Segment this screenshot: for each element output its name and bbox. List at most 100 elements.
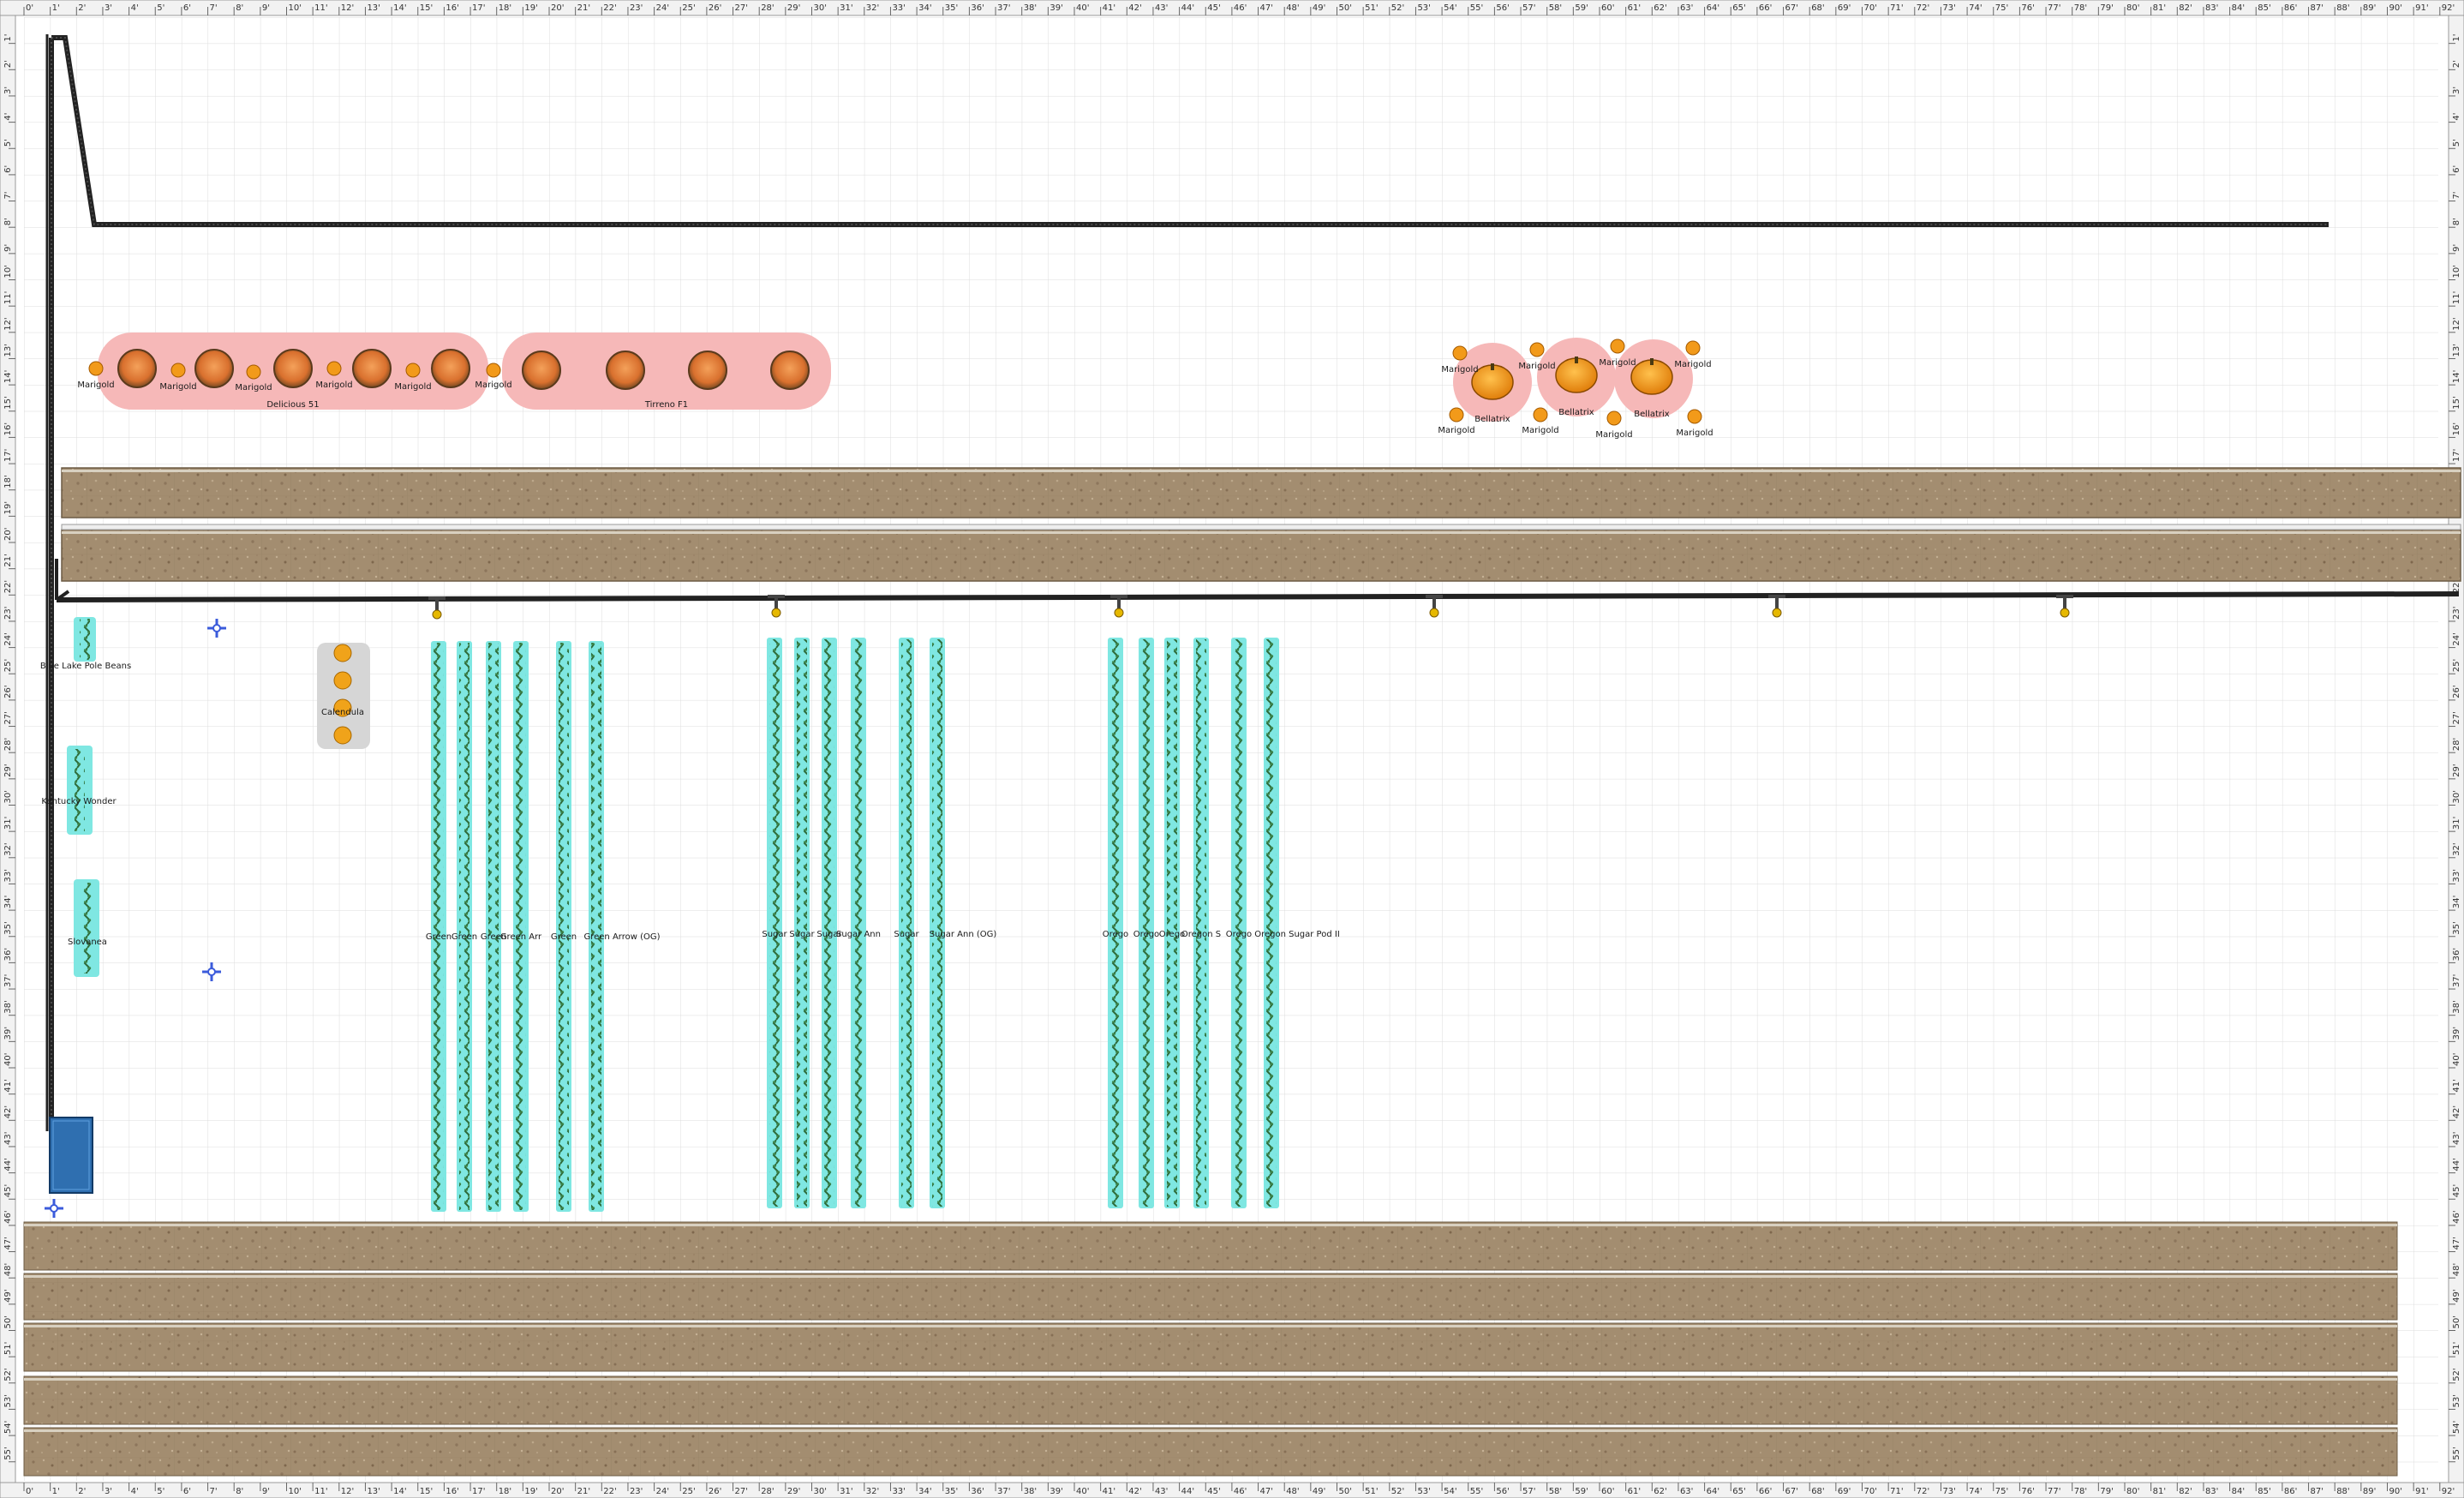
bean-row[interactable]: Green — [452, 641, 477, 1212]
water-tank[interactable] — [49, 1117, 93, 1194]
ruler-tick-label: 32' — [866, 1487, 879, 1496]
ruler-tick-label: 85' — [2258, 1487, 2270, 1496]
bean-row[interactable]: Green — [481, 641, 506, 1212]
ruler-tick-label: 22' — [3, 580, 13, 593]
soil-bed-lower-5[interactable] — [23, 1427, 2398, 1477]
ruler-tick-label: 51' — [1365, 1487, 1378, 1496]
bean-row[interactable]: Sugar Ann — [836, 638, 881, 1208]
ruler-tick-label: 41' — [3, 1079, 13, 1092]
ruler-tick-label: 19' — [524, 1487, 537, 1496]
ruler-tick-label: 30' — [814, 1487, 827, 1496]
bean-row[interactable]: Sugar — [816, 638, 843, 1208]
ruler-tick-label: 84' — [2232, 1487, 2245, 1496]
soil-bed-lower-2[interactable] — [23, 1273, 2398, 1321]
blue-lake-pole-beans[interactable]: Blue Lake Pole Beans — [40, 617, 131, 671]
pumpkin-bed[interactable]: Bellatrix Bellatrix Bellatrix — [1453, 338, 1693, 424]
ruler-tick-label: 78' — [2074, 1487, 2087, 1496]
emitter-2[interactable] — [768, 595, 785, 618]
emitter-5[interactable] — [1768, 595, 1785, 618]
ruler-tick-label: 68' — [1811, 1487, 1824, 1496]
ruler-tick-label: 24' — [656, 1487, 669, 1496]
bean-row[interactable]: Sugar Ann (OG) — [930, 638, 997, 1208]
emitters[interactable] — [428, 595, 2073, 620]
bean-row[interactable]: Orego — [1103, 638, 1128, 1208]
svg-text:Marigold: Marigold — [1522, 426, 1558, 435]
bean-row-label: Green — [551, 932, 577, 942]
bed-label: Delicious 51 — [266, 400, 319, 410]
ruler-tick-label: 19' — [524, 3, 537, 13]
emitter-1[interactable] — [428, 596, 446, 620]
ruler-tick-label: 10' — [289, 1487, 302, 1496]
ruler-tick-label: 20' — [551, 1487, 564, 1496]
ruler-tick-label: 29' — [787, 3, 800, 13]
ruler-tick-label: 25' — [3, 659, 13, 672]
ruler-tick-label: 87' — [2311, 3, 2323, 13]
kentucky-wonder[interactable]: Kentucky Wonder — [41, 746, 117, 835]
emitter-3[interactable] — [1110, 595, 1127, 618]
ruler-tick-label: 65' — [1732, 1487, 1745, 1496]
soil-bed-upper-2[interactable] — [61, 524, 2461, 582]
bean-row[interactable]: Sugar — [789, 638, 816, 1208]
bean-row[interactable]: Oregon S — [1181, 638, 1221, 1208]
ruler-tick-label: 29' — [787, 1487, 800, 1496]
bean-row[interactable]: Orego — [1159, 638, 1185, 1208]
sprinkler-2[interactable] — [202, 962, 221, 981]
bean-row[interactable]: Orego — [1226, 638, 1252, 1208]
bean-row[interactable]: Orego — [1133, 638, 1159, 1208]
irrigation-line-top[interactable] — [45, 34, 2329, 1131]
ruler-tick-label: 55' — [1470, 3, 1483, 13]
bean-row-label: Sugar Ann (OG) — [930, 930, 997, 939]
ruler-tick-label: 33' — [2452, 869, 2461, 882]
ruler-tick-label: 41' — [1103, 3, 1115, 13]
bean-row[interactable]: Green — [551, 641, 577, 1212]
ruler-tick-label: 25' — [2452, 659, 2461, 672]
flower-icon — [333, 698, 352, 717]
melon-bed-delicious[interactable]: Delicious 51 — [98, 333, 488, 410]
ruler-tick-label: 34' — [3, 896, 13, 908]
calendula-bed[interactable]: Calendula — [317, 643, 370, 749]
ruler-tick-label: 8' — [2452, 218, 2461, 225]
ruler-tick-label: 35' — [945, 3, 958, 13]
ruler-tick-label: 45' — [1207, 3, 1220, 13]
ruler-tick-label: 47' — [3, 1237, 13, 1249]
ruler-tick-label: 16' — [3, 422, 13, 435]
bean-row[interactable]: Green — [426, 641, 452, 1212]
ruler-tick-label: 44' — [3, 1158, 13, 1171]
sprinkler-1[interactable] — [207, 619, 226, 638]
ruler-tick-label: 42' — [2452, 1106, 2461, 1118]
svg-text:Marigold: Marigold — [1599, 358, 1636, 368]
soil-bed-lower-3[interactable] — [23, 1322, 2398, 1372]
melon-bed-tirreno[interactable]: Tirreno F1 — [502, 333, 831, 410]
bean-row[interactable]: Sugar — [762, 638, 788, 1208]
ruler-tick-label: 17' — [2452, 449, 2461, 462]
soil-bed-lower-4[interactable] — [23, 1375, 2398, 1425]
soil-bed-lower-1[interactable] — [23, 1221, 2398, 1271]
ruler-tick-label: 39' — [2452, 1027, 2461, 1040]
soil-bed-upper-1[interactable] — [61, 467, 2461, 518]
ruler-tick-label: 67' — [1785, 3, 1798, 13]
svg-text:Marigold: Marigold — [1438, 426, 1474, 435]
svg-text:Bellatrix: Bellatrix — [1634, 410, 1670, 419]
slovanea[interactable]: Slovanea — [68, 879, 107, 977]
bean-row[interactable]: Green Arrow (OG) — [583, 641, 661, 1212]
ruler-tick-label: 14' — [393, 1487, 406, 1496]
emitter-4[interactable] — [1426, 595, 1443, 618]
pumpkin-marigolds[interactable]: Marigold Marigold Marigold Marigold Mari… — [1438, 339, 1713, 440]
melon-marigolds[interactable]: Marigold Marigold Marigold Marigold Mari… — [77, 361, 512, 392]
ruler-tick-label: 30' — [3, 790, 13, 803]
emitter-6[interactable] — [2056, 595, 2073, 618]
bean-row[interactable]: Green Arr — [500, 641, 542, 1212]
soil-beds-lower[interactable] — [23, 1221, 2398, 1477]
ruler-tick-label: 16' — [446, 1487, 458, 1496]
ruler-tick-label: 33' — [892, 1487, 905, 1496]
bean-row[interactable]: Oregon Sugar Pod II — [1254, 638, 1340, 1208]
bean-row[interactable]: Sugar — [894, 638, 920, 1208]
sprinkler-3[interactable] — [45, 1199, 63, 1218]
svg-text:Calendula: Calendula — [321, 708, 364, 717]
